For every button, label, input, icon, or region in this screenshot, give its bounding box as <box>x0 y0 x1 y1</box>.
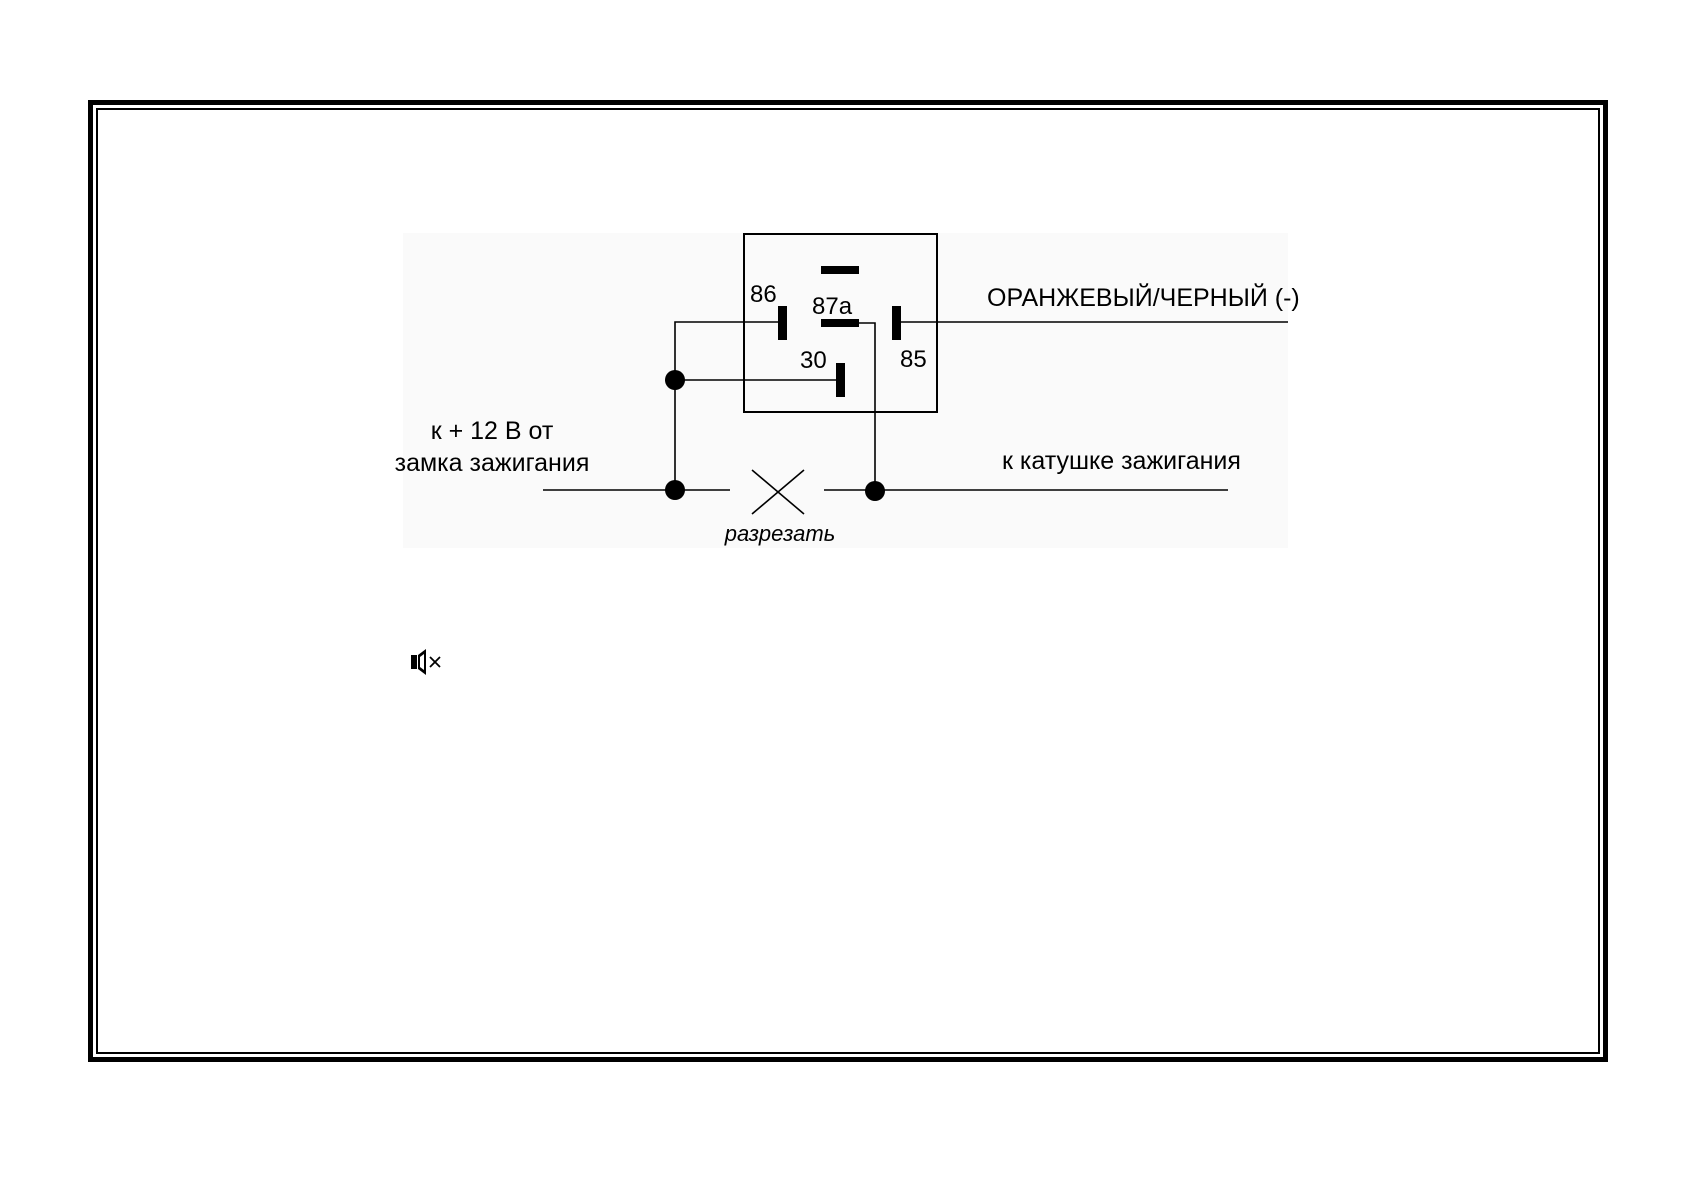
diagram-panel <box>403 233 1288 548</box>
cut-cross-b <box>751 469 805 515</box>
contact-85-bar <box>892 306 901 340</box>
contact-86-bar <box>778 306 787 340</box>
plus12-label-line1: к + 12 В от <box>431 417 554 445</box>
contact-30-bar <box>836 363 845 397</box>
wire-86 <box>674 321 778 490</box>
terminal-85-label: 85 <box>900 346 927 373</box>
terminal-30-label: 30 <box>800 347 827 374</box>
terminal-87a-label: 87a <box>812 293 853 320</box>
contact-87-bar <box>821 266 859 274</box>
relay-housing <box>743 233 938 413</box>
page-frame-inner <box>96 108 1600 1054</box>
contact-87a-bar <box>821 319 859 327</box>
wire-87a <box>859 322 876 490</box>
terminal-86-label: 86 <box>750 281 777 308</box>
coil-label: к катушке зажигания <box>1002 447 1241 475</box>
speaker-muted-icon <box>411 649 441 675</box>
junction-dot-right <box>865 481 885 501</box>
cut-label: разрезать <box>724 521 836 546</box>
junction-dot-left <box>665 480 685 500</box>
plus12-label-line2: замка зажигания <box>395 449 590 477</box>
orange-black-label: ОРАНЖЕВЫЙ/ЧЕРНЫЙ (-) <box>987 282 1300 312</box>
junction-dot-30 <box>665 370 685 390</box>
page-frame-outer <box>88 100 1608 1062</box>
